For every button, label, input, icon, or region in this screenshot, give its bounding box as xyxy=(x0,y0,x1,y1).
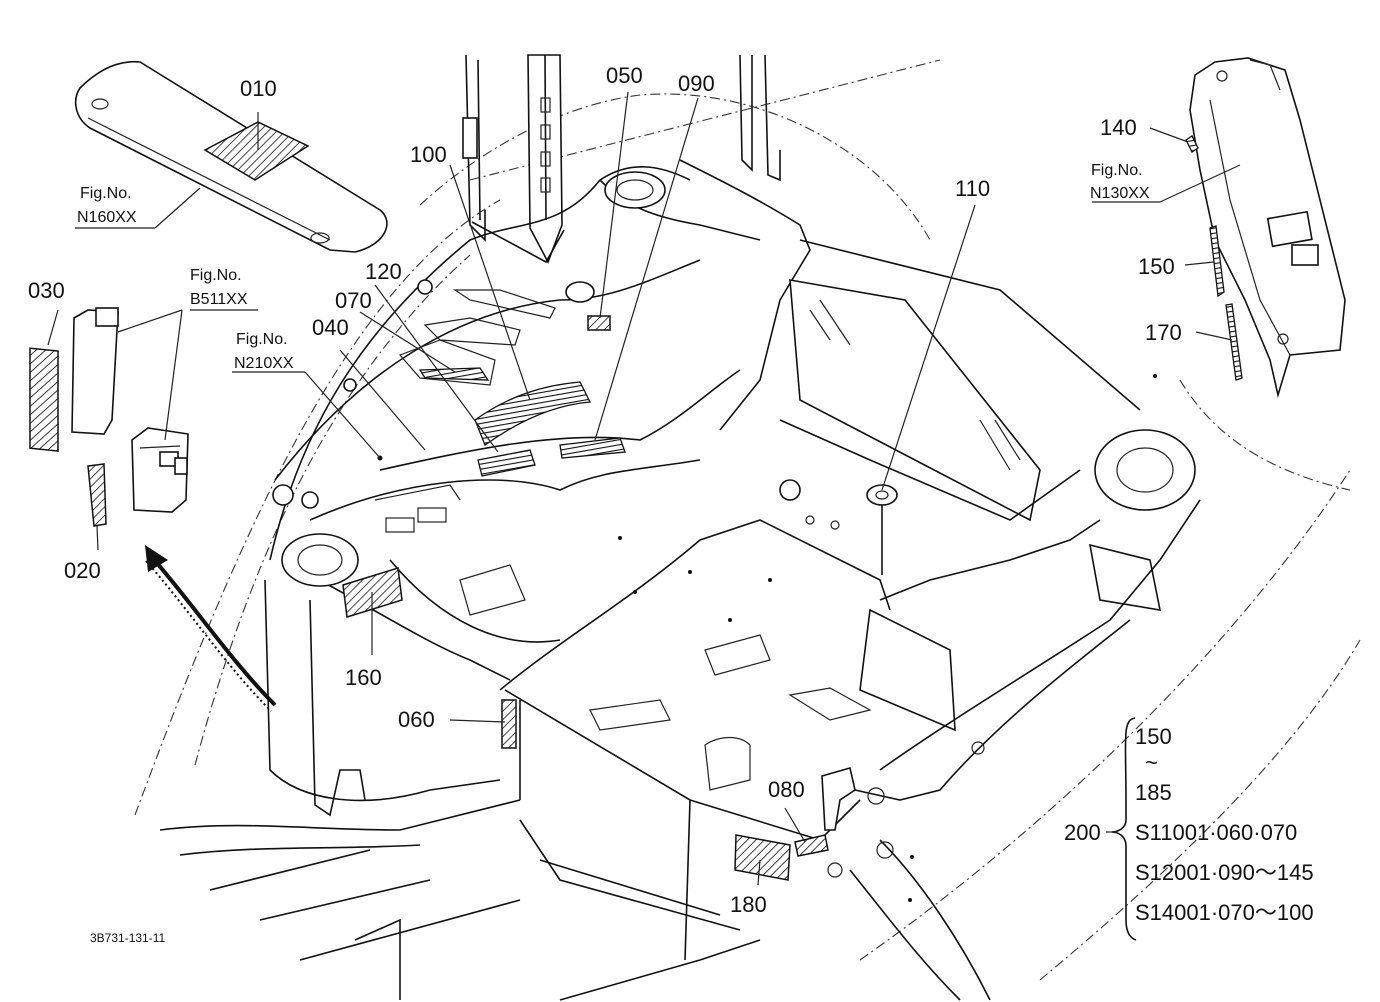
strip-140 xyxy=(1185,135,1199,153)
switch-assembly xyxy=(29,307,277,712)
diagram-code: 3B731-131-11 xyxy=(90,931,165,945)
legend-line-2: ~ xyxy=(1145,750,1158,775)
label-080-hatch xyxy=(794,834,829,857)
label-030-hatch xyxy=(29,347,59,452)
legend-line-5: S12001·090～145 xyxy=(1135,860,1314,885)
serial-legend: 200 150 ~ 185 S11001·060·070 S12001·090～… xyxy=(1064,717,1314,941)
part-label-080: 080 xyxy=(768,777,805,802)
part-label-060: 060 xyxy=(398,707,435,732)
part-label-040: 040 xyxy=(312,315,349,340)
part-label-140: 140 xyxy=(1100,115,1137,140)
strip-150 xyxy=(1209,225,1225,298)
part-label-030: 030 xyxy=(28,278,65,303)
part-label-170: 170 xyxy=(1145,320,1182,345)
legend-line-1: 150 xyxy=(1135,724,1172,749)
part-label-160: 160 xyxy=(345,665,382,690)
part-label-020: 020 xyxy=(64,558,101,583)
fig-ref-n210-line1: Fig.No. xyxy=(236,331,288,348)
part-label-150: 150 xyxy=(1138,254,1175,279)
legend-line-6: S14001·070～100 xyxy=(1135,900,1314,925)
label-180-hatch xyxy=(734,834,791,881)
fig-ref-n130-line1: Fig.No. xyxy=(1091,162,1143,179)
sunvisor-panel xyxy=(74,60,388,253)
legend-label: 200 xyxy=(1064,820,1101,845)
leader-lines xyxy=(47,91,1241,886)
dash-vents xyxy=(374,289,626,533)
label-050-hatch xyxy=(587,315,611,331)
part-label-110: 110 xyxy=(955,176,990,201)
fig-ref-n130-line2: N130XX xyxy=(1090,185,1150,202)
label-010-hatch xyxy=(203,121,310,181)
legend-line-3: 185 xyxy=(1135,780,1172,805)
strip-170 xyxy=(1225,303,1243,381)
rops-pillars xyxy=(462,54,781,264)
fig-ref-n160-line2: N160XX xyxy=(77,209,137,226)
fig-ref-n160-line1: Fig.No. xyxy=(80,185,132,202)
part-label-120: 120 xyxy=(365,259,402,284)
pillar-trim xyxy=(1185,57,1346,399)
part-label-050: 050 xyxy=(606,63,643,88)
part-label-100: 100 xyxy=(410,142,447,167)
fig-ref-n210-line2: N210XX xyxy=(234,355,294,372)
fig-ref-b511-line2: B511XX xyxy=(190,291,248,308)
part-label-090: 090 xyxy=(678,71,715,96)
figure-references: Fig.No. N160XX Fig.No. B511XX Fig.No. N2… xyxy=(77,162,1150,372)
part-label-070: 070 xyxy=(335,288,372,313)
label-060-hatch xyxy=(501,699,517,749)
cab-body xyxy=(159,159,1201,1001)
part-labels: 010 020 030 040 050 060 070 080 090 100 … xyxy=(28,63,1182,917)
part-label-010: 010 xyxy=(240,76,277,101)
legend-line-4: S11001·060·070 xyxy=(1135,820,1297,845)
label-020-hatch xyxy=(87,463,107,527)
fig-ref-b511-line1: Fig.No. xyxy=(190,267,242,284)
part-label-180: 180 xyxy=(730,892,767,917)
